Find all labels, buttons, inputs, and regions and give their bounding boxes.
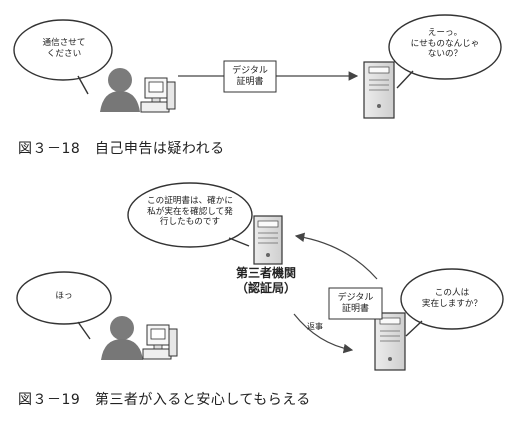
server-icon-bottom <box>374 312 406 371</box>
certificate-label-bottom: デジタル 証明書 <box>337 293 374 315</box>
person-computer-icon-bottom <box>101 316 178 360</box>
speech-bubble-right <box>388 14 502 80</box>
relief-speech-bubble <box>16 271 112 325</box>
query-arrow <box>294 232 378 280</box>
relief-bubble-tail <box>77 321 91 340</box>
authority-server-icon <box>253 215 283 265</box>
figure-18 <box>13 14 502 119</box>
reply-arrow <box>293 313 354 354</box>
bubble-left-text: 通信させて ください <box>42 38 86 59</box>
bubble-tail-left <box>77 75 89 95</box>
relief-bubble-text: ほっ <box>55 291 73 301</box>
speech-bubble-left <box>13 19 113 81</box>
inquiry-bubble-text: この人は 実在しますか？ <box>421 288 483 309</box>
certificate-box <box>223 60 277 93</box>
authority-bubble-text: この証明書は、確かに 私が実在を確認して発 行したものです <box>147 196 233 228</box>
certificate-box-bottom <box>328 287 383 320</box>
reply-label: 返事 <box>307 322 323 331</box>
authority-bubble-tail <box>228 237 250 247</box>
authority-label: 第三者機関 （認証局） <box>235 266 296 295</box>
person-computer-icon <box>100 68 176 113</box>
authority-speech-bubble <box>127 182 253 248</box>
certificate-label: デジタル 証明書 <box>232 66 268 88</box>
figure-19-caption: 図３－19 第三者が入ると安心してもらえる <box>18 392 311 408</box>
figure-19 <box>16 182 504 371</box>
figure-18-caption: 図３－18 自己申告は疑われる <box>18 141 225 157</box>
bubble-right-text: えーっ。 にせものなんじゃ ないの？ <box>410 28 480 60</box>
server-icon <box>363 61 395 119</box>
inquiry-speech-bubble <box>400 268 504 330</box>
inquiry-bubble-tail <box>405 320 423 337</box>
bubble-tail-right <box>396 70 414 89</box>
